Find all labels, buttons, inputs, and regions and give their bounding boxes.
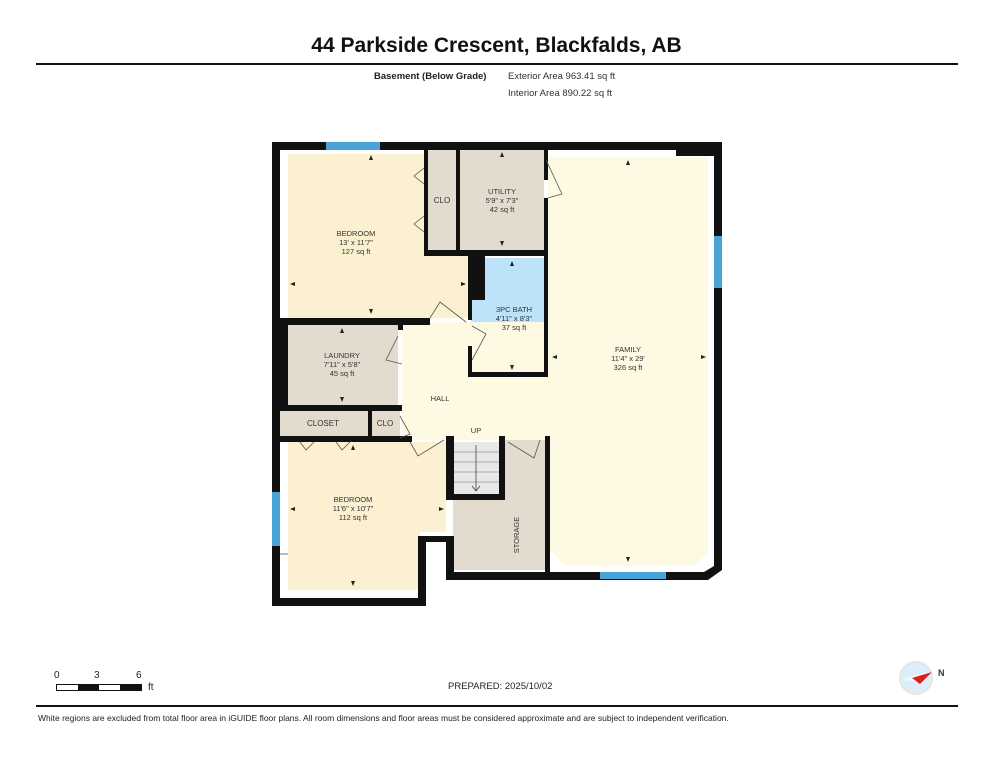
window-south-family <box>600 572 666 579</box>
room-clo-1[interactable] <box>428 150 458 250</box>
compass-icon: N <box>899 661 945 695</box>
label-hall: HALL <box>431 394 450 403</box>
interior-area: Interior Area 890.22 sq ft <box>508 88 613 99</box>
label-stairs-up: UP <box>471 426 481 435</box>
room-clo-2[interactable] <box>372 411 400 436</box>
svg-text:112 sq ft: 112 sq ft <box>339 513 368 522</box>
label-laundry: LAUNDRY <box>324 351 360 360</box>
svg-text:326 sq ft: 326 sq ft <box>614 363 644 372</box>
svg-text:45 sq ft: 45 sq ft <box>330 369 356 378</box>
svg-text:11'6" x 10'7": 11'6" x 10'7" <box>333 504 374 513</box>
svg-text:N: N <box>938 668 945 678</box>
svg-text:37 sq ft: 37 sq ft <box>502 323 528 332</box>
label-bedroom-1: BEDROOM <box>337 229 376 238</box>
svg-text:4'11" x 8'3": 4'11" x 8'3" <box>496 314 533 323</box>
svg-text:42 sq ft: 42 sq ft <box>490 205 516 214</box>
window-west-bedroom <box>272 492 280 546</box>
level-label: Basement (Below Grade) <box>374 71 487 82</box>
svg-text:11'4" x 29': 11'4" x 29' <box>611 354 645 363</box>
window-north-bedroom <box>326 142 380 150</box>
label-storage: STORAGE <box>512 517 521 554</box>
label-closet: CLOSET <box>307 419 339 428</box>
svg-text:127 sq ft: 127 sq ft <box>342 247 372 256</box>
room-utility[interactable] <box>460 150 544 250</box>
room-family[interactable] <box>548 157 708 566</box>
room-bedroom-2[interactable] <box>288 442 446 590</box>
label-clo-1: CLO <box>434 196 450 205</box>
footer-divider <box>36 705 958 707</box>
label-family: FAMILY <box>615 345 641 354</box>
label-bedroom-2: BEDROOM <box>334 495 373 504</box>
exterior-area: Exterior Area 963.41 sq ft <box>508 71 616 82</box>
prepared-date: PREPARED: 2025/10/02 <box>448 681 553 692</box>
room-closet[interactable] <box>280 411 368 436</box>
disclaimer-text: White regions are excluded from total fl… <box>38 713 729 723</box>
label-clo-2: CLO <box>377 419 393 428</box>
svg-text:5'9" x 7'3": 5'9" x 7'3" <box>486 196 519 205</box>
page-title: 44 Parkside Crescent, Blackfalds, AB <box>311 34 682 57</box>
label-utility: UTILITY <box>488 187 516 196</box>
room-laundry[interactable] <box>288 325 398 405</box>
window-east-family <box>714 236 722 288</box>
svg-text:13' x 11'7": 13' x 11'7" <box>339 238 373 247</box>
label-bath: 3PC BATH <box>496 305 532 314</box>
room-storage[interactable] <box>453 500 545 570</box>
room-hall[interactable] <box>402 322 548 440</box>
svg-text:7'11" x 5'8": 7'11" x 5'8" <box>324 360 361 369</box>
header-divider <box>36 63 958 65</box>
